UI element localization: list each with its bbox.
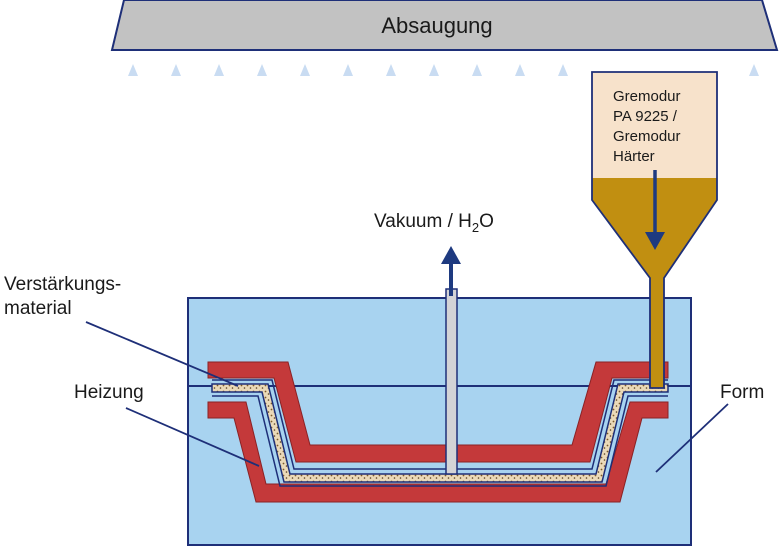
up-arrow-icon (749, 64, 759, 128)
resin-container-outline (591, 71, 718, 389)
resin-label-line3: Gremodur (613, 128, 681, 145)
mold-label: Form (720, 382, 764, 403)
up-arrow-icon (472, 64, 482, 128)
heating-leader-line (125, 407, 260, 467)
reinforcement-label-line1: Verstärkungs- (4, 274, 121, 295)
cavity-inner-outline (212, 379, 668, 470)
vacuum-label: Vakuum / H2O (374, 211, 494, 235)
resin-container-top (592, 72, 717, 178)
exhaust-hood: Absaugung (110, 0, 779, 51)
mold-leader-line (655, 403, 729, 473)
up-arrow-icon (558, 64, 568, 128)
heating-elements (207, 361, 669, 503)
down-arrow-icon (645, 170, 665, 250)
up-arrow-icon (171, 64, 181, 128)
up-arrow-icon (300, 64, 310, 128)
resin-label-line1: Gremodur (613, 88, 681, 105)
resin-label-line2: PA 9225 / (613, 108, 678, 125)
up-arrow-icon (214, 64, 224, 128)
up-arrow-icon (441, 246, 461, 296)
resin-label-line4: Härter (613, 148, 655, 165)
vacuum-tube (445, 288, 458, 475)
heating-label: Heizung (74, 382, 144, 403)
airflow-arrows (128, 64, 759, 128)
up-arrow-icon (386, 64, 396, 128)
resin-fill (592, 178, 717, 388)
up-arrow-icon (429, 64, 439, 128)
heating-upper (207, 361, 669, 463)
up-arrow-icon (343, 64, 353, 128)
up-arrow-icon (128, 64, 138, 128)
reinforcement-label-line2: material (4, 298, 72, 319)
exhaust-label: Absaugung (381, 13, 492, 38)
heating-lower (207, 401, 669, 503)
reinforcement-layer (211, 379, 669, 487)
reinforcement-material (211, 383, 669, 483)
cavity-outer-outline (212, 395, 668, 487)
vacuum-line: Vakuum / H2O (374, 211, 494, 475)
exhaust-hood-shape (110, 0, 779, 51)
up-arrow-icon (257, 64, 267, 128)
reinforcement-leader-line (85, 321, 239, 387)
up-arrow-icon (515, 64, 525, 128)
resin-container: Gremodur PA 9225 / Gremodur Härter (591, 71, 718, 389)
callouts: Verstärkungs- material Heizung Form (4, 274, 764, 473)
